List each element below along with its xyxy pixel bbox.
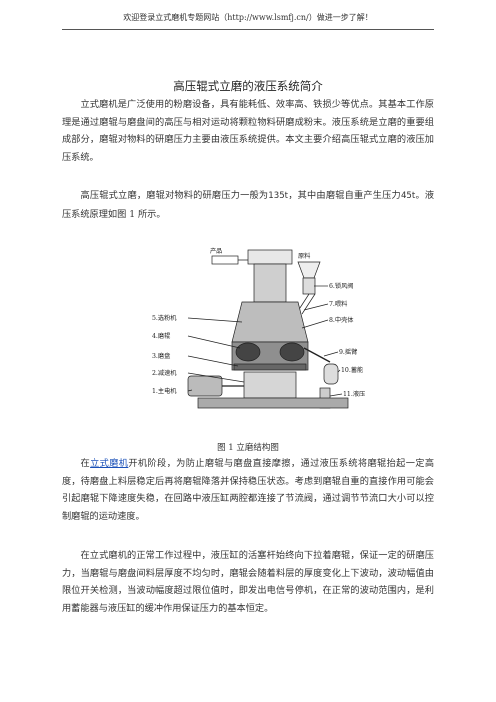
label-classifier: 5.选粉机 [152, 314, 177, 322]
paragraph-operation: 在立式磨机的正常工作过程中，液压缸的活塞杆始终向下拉着磨辊，保证一定的研磨压力，… [62, 550, 434, 614]
paragraph-startup: 在立式磨机开机阶段，为防止磨辊与磨盘直接摩擦，通过液压系统将磨辊抬起一定高度，待… [62, 455, 434, 525]
page-header: 欢迎登录立式磨机专题网站（http://www.lsmfj.cn/）做进一步了解… [123, 13, 373, 22]
vertical-mill-link[interactable]: 立式磨机 [90, 458, 129, 469]
pressure-text-b: ，其中由磨辊自重产生压力 [288, 190, 401, 201]
paragraph-pressure: 高压辊式立磨，磨辊对物料的研磨压力一般为135t，其中由磨辊自重产生压力45t。… [62, 187, 434, 223]
label-accumulator: 10.蓄能 [341, 366, 363, 374]
pressure-value-total: 135t [268, 191, 289, 201]
classifier-head [247, 249, 293, 265]
label-product: 产品 [210, 247, 222, 255]
label-raw-material: 原料 [298, 252, 310, 260]
article-title: 高压辊式立磨的液压系统简介 [173, 79, 323, 93]
label-middle-housing: 8.中壳体 [329, 316, 354, 324]
grinding-roller-right [279, 342, 305, 362]
label-grinding-roller: 4.磨辊 [152, 332, 170, 340]
machine-base [197, 397, 349, 409]
header-divider [62, 29, 434, 30]
pressure-text-c: 。液压系统原理如图 1 所示。 [62, 190, 435, 220]
accumulator [323, 363, 339, 385]
label-feeder: 7.喂料 [329, 300, 347, 308]
paragraph-intro: 立式磨机是广泛使用的粉磨设备，具有能耗低、效率高、铁损少等优点。其基本工作原理是… [62, 99, 434, 163]
figure-caption: 图 1 立磨结构图 [217, 443, 279, 453]
startup-text-b: 开机阶段，为防止磨辊与磨盘直接摩擦，通过液压系统将磨辊抬起一定高度，待磨盘上料层… [62, 458, 435, 522]
label-main-motor: 1.主电机 [152, 387, 177, 395]
airlock-valve [302, 277, 316, 295]
mill-structure-diagram: 产品 原料 6.锁风阀 7.喂料 8.中壳体 5.选粉机 4.磨辊 3.磨盘 2… [152, 247, 365, 409]
label-rocker-arm: 9.摇臂 [339, 348, 357, 356]
product-outlet-duct [211, 255, 239, 265]
label-grinding-table: 3.磨盘 [152, 352, 170, 360]
grinding-roller-left [235, 342, 261, 362]
rocker-arm [303, 347, 331, 363]
middle-housing [231, 301, 309, 343]
gear-reducer [243, 371, 297, 399]
main-motor [187, 375, 223, 397]
raw-material-hopper [297, 261, 321, 279]
grinding-table [233, 363, 307, 371]
label-reducer: 2.减速机 [152, 369, 177, 377]
startup-text-a: 在 [80, 458, 91, 469]
pressure-text-a: 高压辊式立磨，磨辊对物料的研磨压力一般为 [80, 190, 269, 201]
pressure-value-weight: 45t [400, 191, 416, 201]
classifier-body [253, 263, 287, 303]
label-airlock-valve: 6.锁风阀 [329, 282, 353, 290]
label-hydraulic: 11.液压 [343, 390, 365, 398]
